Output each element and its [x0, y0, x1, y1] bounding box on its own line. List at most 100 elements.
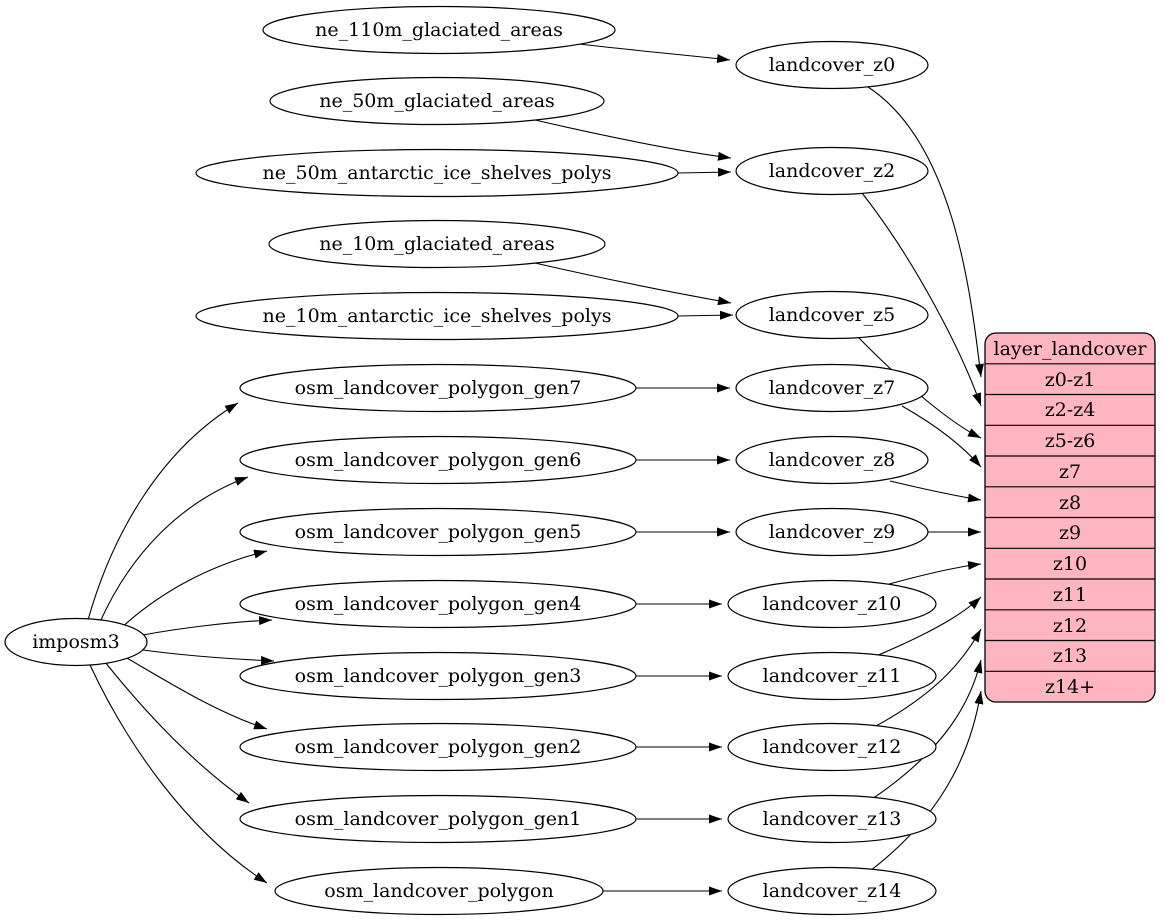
node-osm_landcover_polygon_gen5: osm_landcover_polygon_gen5 [239, 507, 637, 557]
node-landcover_z11-label: landcover_z11 [763, 665, 902, 687]
node-osm_landcover_polygon_gen7-shape [239, 363, 637, 413]
table-row-z13: z13 [1053, 645, 1087, 667]
table-layer_landcover: layer_landcover z0-z1 z2-z4 z5-z6 z7 z8 … [984, 332, 1156, 703]
node-landcover_z10-label: landcover_z10 [763, 593, 902, 615]
node-osm_landcover_polygon_gen2: osm_landcover_polygon_gen2 [239, 722, 637, 772]
node-osm_landcover_polygon_gen2-shape [239, 722, 637, 772]
table-row-z2-z4: z2-z4 [1045, 399, 1096, 421]
node-landcover_z8-label: landcover_z8 [769, 449, 896, 471]
node-osm_landcover_polygon-label: osm_landcover_polygon [324, 880, 553, 902]
edge-imposm3-osm_landcover_polygon [89, 664, 268, 884]
edge-landcover_z13-row-z13 [871, 659, 983, 800]
table-row-z12: z12 [1053, 615, 1087, 637]
edge-landcover_z12-row-z12 [873, 628, 982, 728]
edge-landcover_z7-row-z7 [901, 405, 982, 468]
node-landcover_z8-shape [735, 435, 929, 485]
node-osm_landcover_polygon_gen1: osm_landcover_polygon_gen1 [239, 794, 637, 844]
table-row-z9: z9 [1059, 522, 1081, 544]
node-landcover_z11-shape [727, 651, 937, 701]
edge-imposm3-osm_landcover_polygon_gen5 [119, 549, 268, 630]
edge-ne_50m_glaciated_areas-landcover_z2 [534, 119, 732, 161]
node-ne_110m_glaciated_areas-shape [262, 5, 616, 55]
edge-landcover_z10-row-z10 [881, 560, 982, 587]
edge-imposm3-osm_landcover_polygon_gen3 [142, 649, 275, 665]
node-ne_50m_antarctic_ice_shelves_polys: ne_50m_antarctic_ice_shelves_polys [195, 148, 679, 198]
edge-landcover_z5-row-z5-z6 [857, 336, 982, 439]
table-row-z0-z1: z0-z1 [1045, 369, 1096, 391]
node-osm_landcover_polygon_gen3: osm_landcover_polygon_gen3 [239, 651, 637, 701]
table-row-z5-z6: z5-z6 [1045, 430, 1096, 452]
edges [87, 43, 984, 896]
node-landcover_z7: landcover_z7 [735, 363, 929, 413]
edge-imposm3-osm_landcover_polygon_gen4 [142, 616, 273, 636]
node-ne_10m_antarctic_ice_shelves_polys-label: ne_10m_antarctic_ice_shelves_polys [263, 305, 612, 327]
node-osm_landcover_polygon_gen2-label: osm_landcover_polygon_gen2 [295, 736, 582, 758]
node-landcover_z14: landcover_z14 [727, 866, 937, 916]
node-osm_landcover_polygon_gen6: osm_landcover_polygon_gen6 [239, 435, 637, 485]
edge-imposm3-osm_landcover_polygon_gen2 [124, 656, 268, 730]
node-landcover_z12-shape [727, 722, 937, 772]
edge-landcover_z14-row-z14plus [869, 690, 984, 872]
nodes: imposm3 ne_110m_glaciated_areas ne_50m_g… [4, 5, 937, 916]
node-osm_landcover_polygon_gen4: osm_landcover_polygon_gen4 [239, 579, 637, 629]
node-landcover_z0-label: landcover_z0 [769, 54, 896, 76]
edge-landcover_z2-row-z2-z4 [861, 192, 982, 407]
node-landcover_z12: landcover_z12 [727, 722, 937, 772]
node-osm_landcover_polygon_gen6-label: osm_landcover_polygon_gen6 [295, 449, 582, 471]
node-ne_50m_glaciated_areas-shape [269, 76, 605, 126]
table-title: layer_landcover [994, 338, 1148, 360]
node-osm_landcover_polygon_gen7: osm_landcover_polygon_gen7 [239, 363, 637, 413]
node-imposm3: imposm3 [4, 617, 148, 667]
node-landcover_z9-shape [735, 507, 929, 557]
node-landcover_z5: landcover_z5 [735, 290, 929, 340]
node-imposm3-label: imposm3 [32, 631, 120, 653]
node-osm_landcover_polygon_gen7-label: osm_landcover_polygon_gen7 [295, 377, 582, 399]
node-landcover_z14-shape [727, 866, 937, 916]
node-osm_landcover_polygon_gen4-shape [239, 579, 637, 629]
node-imposm3-shape [4, 617, 148, 667]
node-landcover_z7-shape [735, 363, 929, 413]
node-ne_110m_glaciated_areas-label: ne_110m_glaciated_areas [315, 19, 563, 41]
node-landcover_z13-shape [727, 794, 937, 844]
node-osm_landcover_polygon-shape [274, 866, 604, 916]
node-landcover_z5-label: landcover_z5 [769, 304, 896, 326]
node-landcover_z9: landcover_z9 [735, 507, 929, 557]
table-row-z8: z8 [1059, 492, 1081, 514]
node-osm_landcover_polygon: osm_landcover_polygon [274, 866, 604, 916]
table-row-z11: z11 [1053, 584, 1087, 606]
edge-imposm3-osm_landcover_polygon_gen7 [87, 402, 239, 621]
node-osm_landcover_polygon_gen3-shape [239, 651, 637, 701]
node-osm_landcover_polygon_gen5-shape [239, 507, 637, 557]
node-landcover_z10: landcover_z10 [727, 579, 937, 629]
node-landcover_z7-label: landcover_z7 [769, 377, 896, 399]
table-row-z14plus: z14+ [1045, 676, 1095, 698]
edge-landcover_z0-row-z0-z1 [867, 86, 984, 378]
node-osm_landcover_polygon_gen1-shape [239, 794, 637, 844]
node-landcover_z11: landcover_z11 [727, 651, 937, 701]
edge-imposm3-osm_landcover_polygon_gen6 [99, 476, 249, 623]
node-landcover_z8: landcover_z8 [735, 435, 929, 485]
node-landcover_z0-shape [735, 40, 929, 90]
node-landcover_z10-shape [727, 579, 937, 629]
edge-landcover_z8-row-z8 [889, 480, 982, 503]
node-ne_50m_antarctic_ice_shelves_polys-label: ne_50m_antarctic_ice_shelves_polys [263, 162, 612, 184]
table-row-z7: z7 [1059, 461, 1081, 483]
node-landcover_z14-label: landcover_z14 [763, 880, 902, 902]
node-osm_landcover_polygon_gen6-shape [239, 435, 637, 485]
node-ne_10m_antarctic_ice_shelves_polys-shape [195, 291, 679, 341]
edge-ne_10m_antarctic_ice_shelves_polys-landcover_z5 [677, 310, 734, 320]
node-landcover_z5-shape [735, 290, 929, 340]
node-landcover_z2: landcover_z2 [735, 146, 929, 196]
node-landcover_z13: landcover_z13 [727, 794, 937, 844]
edge-imposm3-osm_landcover_polygon_gen1 [104, 661, 250, 804]
node-ne_50m_glaciated_areas-label: ne_50m_glaciated_areas [319, 90, 555, 112]
node-landcover_z2-shape [735, 146, 929, 196]
node-osm_landcover_polygon_gen3-label: osm_landcover_polygon_gen3 [295, 665, 582, 687]
node-osm_landcover_polygon_gen1-label: osm_landcover_polygon_gen1 [295, 808, 582, 830]
node-ne_10m_glaciated_areas-shape [268, 219, 606, 269]
node-ne_110m_glaciated_areas: ne_110m_glaciated_areas [262, 5, 616, 55]
node-landcover_z2-label: landcover_z2 [769, 160, 896, 182]
node-osm_landcover_polygon_gen4-label: osm_landcover_polygon_gen4 [295, 593, 582, 615]
